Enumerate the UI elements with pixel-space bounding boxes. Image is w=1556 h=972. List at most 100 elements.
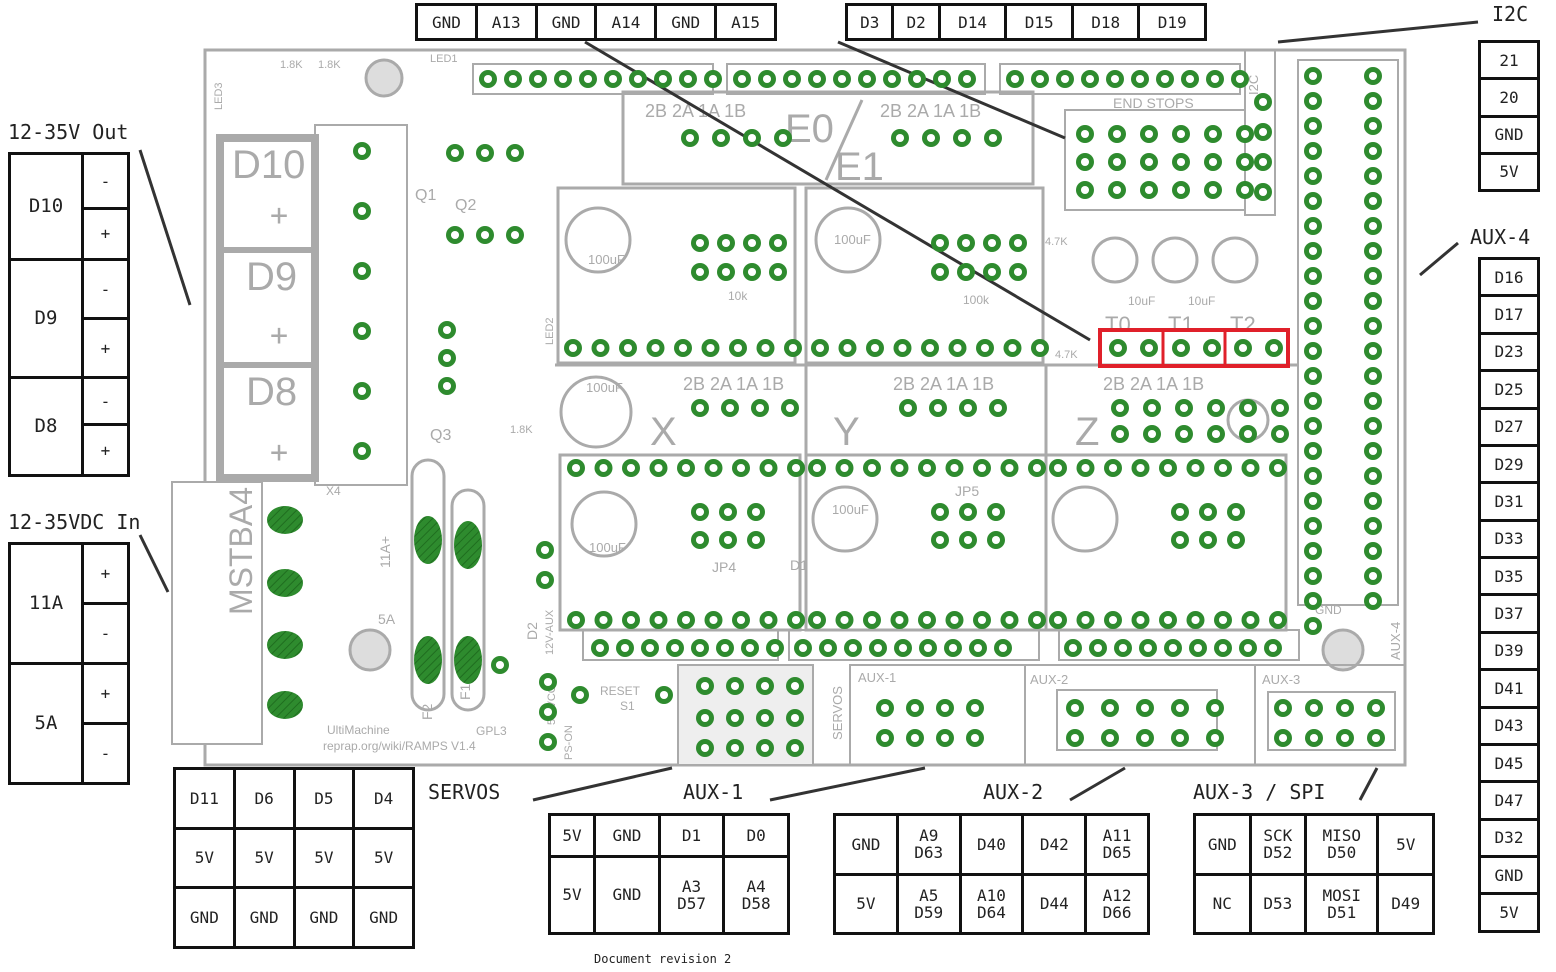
pcb-pad-hole (730, 713, 740, 723)
pcb-pad-hole (922, 615, 932, 625)
pcb-pad-hole (543, 737, 553, 747)
pcb-pad-hole (785, 403, 795, 413)
aux1-title: AUX-1 (683, 780, 744, 804)
out-block-table: D10 - + D9 - + D8 - + (8, 151, 130, 477)
pin-label: 5V (292, 826, 356, 890)
pcb-pad-hole (1308, 371, 1318, 381)
pcb-pad-hole (1144, 157, 1154, 167)
pcb-pad-hole (1060, 74, 1070, 84)
pin-label: A3 D57 (657, 854, 726, 936)
svg-text:4.7K: 4.7K (1055, 349, 1078, 361)
pcb-pad-hole (1308, 621, 1318, 631)
pcb-pad-hole (970, 703, 980, 713)
pcb-pad-hole (790, 713, 800, 723)
svg-text:10k: 10k (728, 289, 748, 303)
pcb-pad-hole (1136, 463, 1145, 473)
pcb-pad-hole (1278, 703, 1288, 713)
pcb-pad-hole (1368, 96, 1378, 106)
pcb-pad-hole (993, 403, 1003, 413)
silk-d9: D9 (246, 255, 297, 299)
pcb-pad-hole (357, 326, 367, 336)
pin-label: A9 D63 (895, 813, 962, 876)
pcb-pad-hole (1175, 703, 1185, 713)
pcb-pad-hole (1118, 643, 1128, 653)
pcb-pad-hole (1211, 403, 1221, 413)
pcb-pad-hole (1210, 74, 1220, 84)
pin-label: A5 D59 (895, 872, 962, 935)
fuse-pad (454, 636, 482, 684)
pcb-pad-hole (608, 74, 618, 84)
pcb-pad-hole (823, 643, 833, 653)
pcb-pad-hole (720, 643, 730, 653)
pcb-pad-hole (695, 507, 705, 517)
pcb-pad-hole (940, 733, 950, 743)
pin-label: D2 (891, 3, 941, 41)
pcb-pad-hole (760, 713, 770, 723)
pcb-pad-hole (867, 615, 877, 625)
pin-label: D29 (1478, 443, 1540, 485)
pcb-pad-hole (623, 343, 633, 353)
pcb-pad-hole (1368, 346, 1378, 356)
pcb-pad-hole (495, 660, 505, 670)
pcb-pad-hole (948, 643, 958, 653)
pcb-pad-hole (787, 74, 797, 84)
pcb-pad-hole (736, 463, 746, 473)
svg-text:F2: F2 (419, 703, 435, 720)
pcb-pad-hole (1368, 371, 1378, 381)
pcb-pad-hole (1368, 196, 1378, 206)
pcb-pad-hole (700, 681, 710, 691)
pcb-pad-hole (730, 743, 740, 753)
pcb-pad-hole (737, 74, 747, 84)
pcb-pad-hole (1140, 733, 1150, 743)
pcb-pad-hole (1308, 271, 1318, 281)
pcb-pad-hole (1081, 463, 1090, 473)
pin-label: D11 (173, 767, 236, 830)
pcb-pad-hole (1175, 507, 1185, 517)
pin-label: GND (292, 886, 356, 949)
svg-text:1.8K: 1.8K (280, 59, 303, 71)
aux3-title: AUX-3 / SPI (1193, 780, 1326, 804)
silk-x: X (650, 410, 677, 454)
pcb-pad-hole (935, 507, 945, 517)
pcb-pad-hole (1368, 321, 1378, 331)
pcb-pad-hole (1308, 146, 1318, 156)
pcb-pad-hole (912, 74, 922, 84)
pin-label: D25 (1478, 369, 1540, 410)
pcb-pad-hole (725, 403, 735, 413)
pcb-pad-hole (1308, 346, 1318, 356)
pcb-pad-hole (1309, 733, 1319, 743)
svg-text:RESET: RESET (600, 684, 641, 698)
pcb-pad-hole (963, 403, 973, 413)
svg-text:PS-ON: PS-ON (563, 725, 575, 760)
pcb-pad-hole (1275, 429, 1285, 439)
pin-label: MISO D50 (1304, 813, 1380, 876)
pcb-pad-hole (1246, 463, 1255, 473)
pcb-pad-hole (812, 74, 822, 84)
svg-text:LED2: LED2 (544, 317, 556, 345)
pin-label: GND (232, 886, 296, 949)
i2c-title: I2C (1492, 2, 1529, 26)
pcb-pad-hole (790, 743, 800, 753)
pcb-pad-hole (953, 343, 962, 353)
pin-label: D0 (722, 813, 790, 858)
pin-label: D41 (1478, 668, 1540, 709)
pcb-pad-hole (926, 133, 936, 143)
pcb-pad-hole (1115, 403, 1125, 413)
silk-t1: T1 (1168, 312, 1194, 337)
pcb-pad-hole (880, 733, 890, 743)
pcb-pad-hole (760, 681, 770, 691)
pin-label: D35 (1478, 555, 1540, 597)
silk-t2: T2 (1230, 312, 1256, 337)
pcb-pad-hole (1368, 546, 1378, 556)
pin-label: D45 (1478, 742, 1540, 784)
output-name: D9 (8, 257, 84, 380)
pcb-pad-hole (1371, 733, 1381, 743)
svg-text:5A: 5A (378, 611, 396, 627)
pcb-pad-hole (1112, 185, 1122, 195)
pcb-pad-hole (895, 615, 904, 625)
pcb-pad-hole (1268, 643, 1278, 653)
input-name: 5A (8, 662, 84, 785)
pcb-pad-hole (1368, 246, 1378, 256)
pcb-pad-hole (716, 133, 726, 143)
